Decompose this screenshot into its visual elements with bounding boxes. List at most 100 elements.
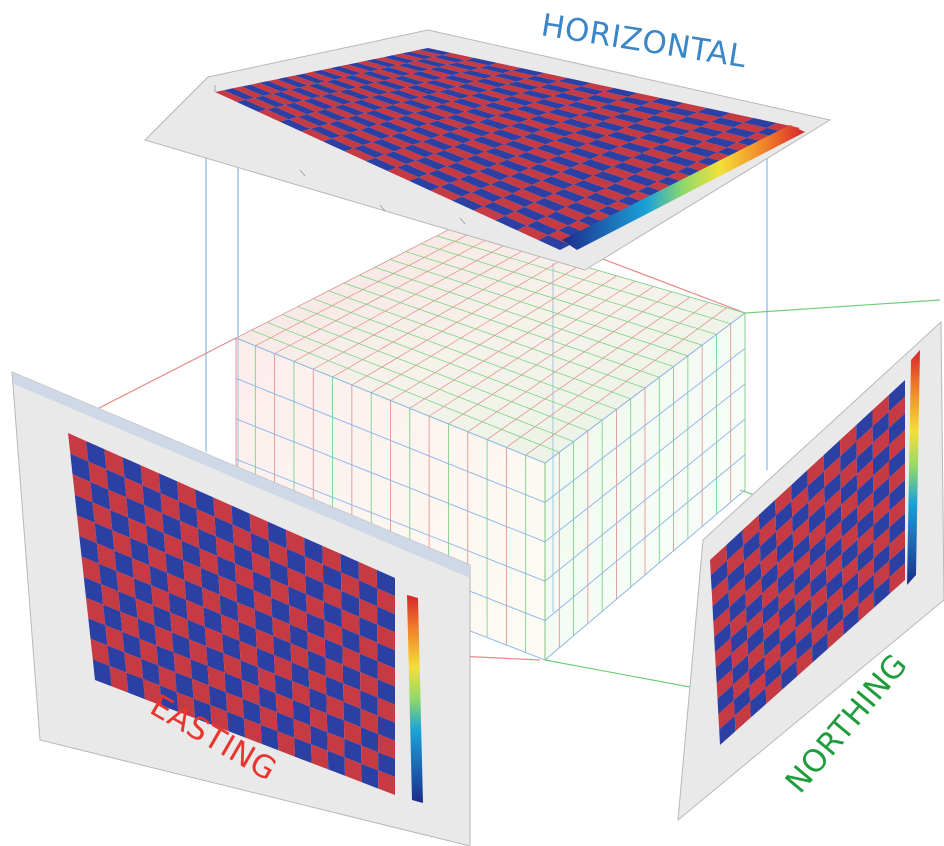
easting-checker-cell [342,664,361,691]
easting-checker-cell [215,536,235,564]
horizontal-checker-cell [543,96,577,106]
northing-checker-cell [719,715,736,745]
horizontal-checker-cell [223,88,255,100]
horizontal-checker-cell [674,103,707,113]
horizontal-checker-cell [420,94,452,105]
horizontal-checker-cell [316,109,347,121]
horizontal-checker-cell [437,117,469,129]
horizontal-checker-cell [465,108,498,119]
northing-checker-cell [761,563,778,594]
horizontal-checker-cell [521,90,554,100]
easting-checker-cell [256,647,275,675]
northing-checker-cell [808,503,826,535]
horizontal-checker-cell [419,48,452,55]
horizontal-checker-cell [548,155,581,168]
horizontal-checker-cell [697,108,731,118]
easting-checker-cell [326,713,345,739]
easting-checker-cell [377,606,395,633]
horizontal-checker-cell [684,146,718,158]
easting-checker-cell [258,686,277,713]
horizontal-checker-cell [438,64,471,73]
horizontal-checker-cell [440,131,473,144]
easting-checker-cell [210,705,229,732]
horizontal-checker-cell [585,94,619,104]
northing-checker-cell [717,684,734,715]
northing-checker-cell [713,607,731,638]
easting-checker-cell [326,694,344,721]
horizontal-checker-cell [459,125,492,137]
horizontal-checker-cell [603,166,636,179]
horizontal-checker-cell [475,78,508,88]
easting-checker-cell [341,590,360,617]
easting-checker-cell [294,737,312,764]
horizontal-checker-cell [425,80,457,90]
northing-checker-cell [843,604,859,635]
horizontal-checker-cell [539,159,571,173]
easting-checker-cell [343,701,361,728]
northing-checker-cell [744,562,762,593]
northing-checker-cell [778,596,796,627]
horizontal-checker-cell [341,132,373,146]
horizontal-checker-cell [353,145,385,158]
northing-checker-cell [856,426,873,458]
horizontal-checker-cell [245,97,277,110]
easting-checker-cell [291,662,310,688]
horizontal-checker-cell [392,102,425,113]
horizontal-checker-cell [710,117,744,128]
easting-checker-cell [272,616,291,644]
easting-checker-cell [101,584,121,612]
easting-checker-cell [286,548,306,576]
horizontal-checker-cell [456,83,489,93]
horizontal-checker-cell [359,127,391,139]
northing-checker-cell [873,510,890,542]
northing-checker-cell [746,609,764,640]
easting-checker-cell [156,645,176,673]
horizontal-checker-cell [658,125,692,136]
easting-checker-cell [131,558,152,586]
northing-checker-cell [842,555,859,587]
horizontal-checker-cell [674,150,708,162]
horizontal-checker-cell [401,51,434,60]
horizontal-checker-cell [479,65,512,74]
horizontal-checker-cell [343,75,376,85]
northing-checker-cell [825,537,842,568]
easting-checker-cell [238,621,257,648]
horizontal-checker-cell [529,115,562,126]
easting-checker-cell [240,660,259,687]
horizontal-checker-cell [310,126,342,139]
easting-checker-cell [122,631,142,659]
northing-checker-cell [763,610,780,641]
horizontal-checker-cell [440,183,472,197]
horizontal-checker-cell [681,130,715,142]
horizontal-checker-cell [488,63,521,71]
horizontal-checker-cell [422,138,454,151]
horizontal-checker-cell [723,127,757,138]
easting-checker-cell [225,692,244,719]
easting-checker-cell [152,605,172,633]
easting-checker-cell [145,525,166,553]
horizontal-checker-cell [330,91,362,103]
horizontal-checker-cell [411,71,444,81]
horizontal-checker-cell [450,128,482,140]
easting-checker-cell [224,672,243,699]
easting-checker-cell [377,588,395,615]
northing-checker-cell [716,669,734,699]
easting-checker-cell [344,738,362,764]
horizontal-checker-cell [507,156,539,169]
horizontal-checker-cell [651,144,685,156]
horizontal-checker-cell [397,87,430,98]
horizontal-checker-cell [322,138,354,152]
horizontal-checker-cell [493,73,526,82]
horizontal-checker-cell [481,133,514,145]
horizontal-checker-cell [694,141,728,153]
horizontal-checker-cell [334,104,366,116]
horizontal-checker-cell [415,157,448,170]
horizontal-checker-cell [396,115,428,127]
northing-checker-cell [826,553,843,585]
easting-checker-cell [377,715,395,741]
easting-checker-cell [325,657,344,684]
easting-checker-cell [158,473,179,502]
horizontal-checker-cell [514,207,547,221]
horizontal-checker-cell [615,178,648,192]
northing-checker-cell [872,428,889,460]
